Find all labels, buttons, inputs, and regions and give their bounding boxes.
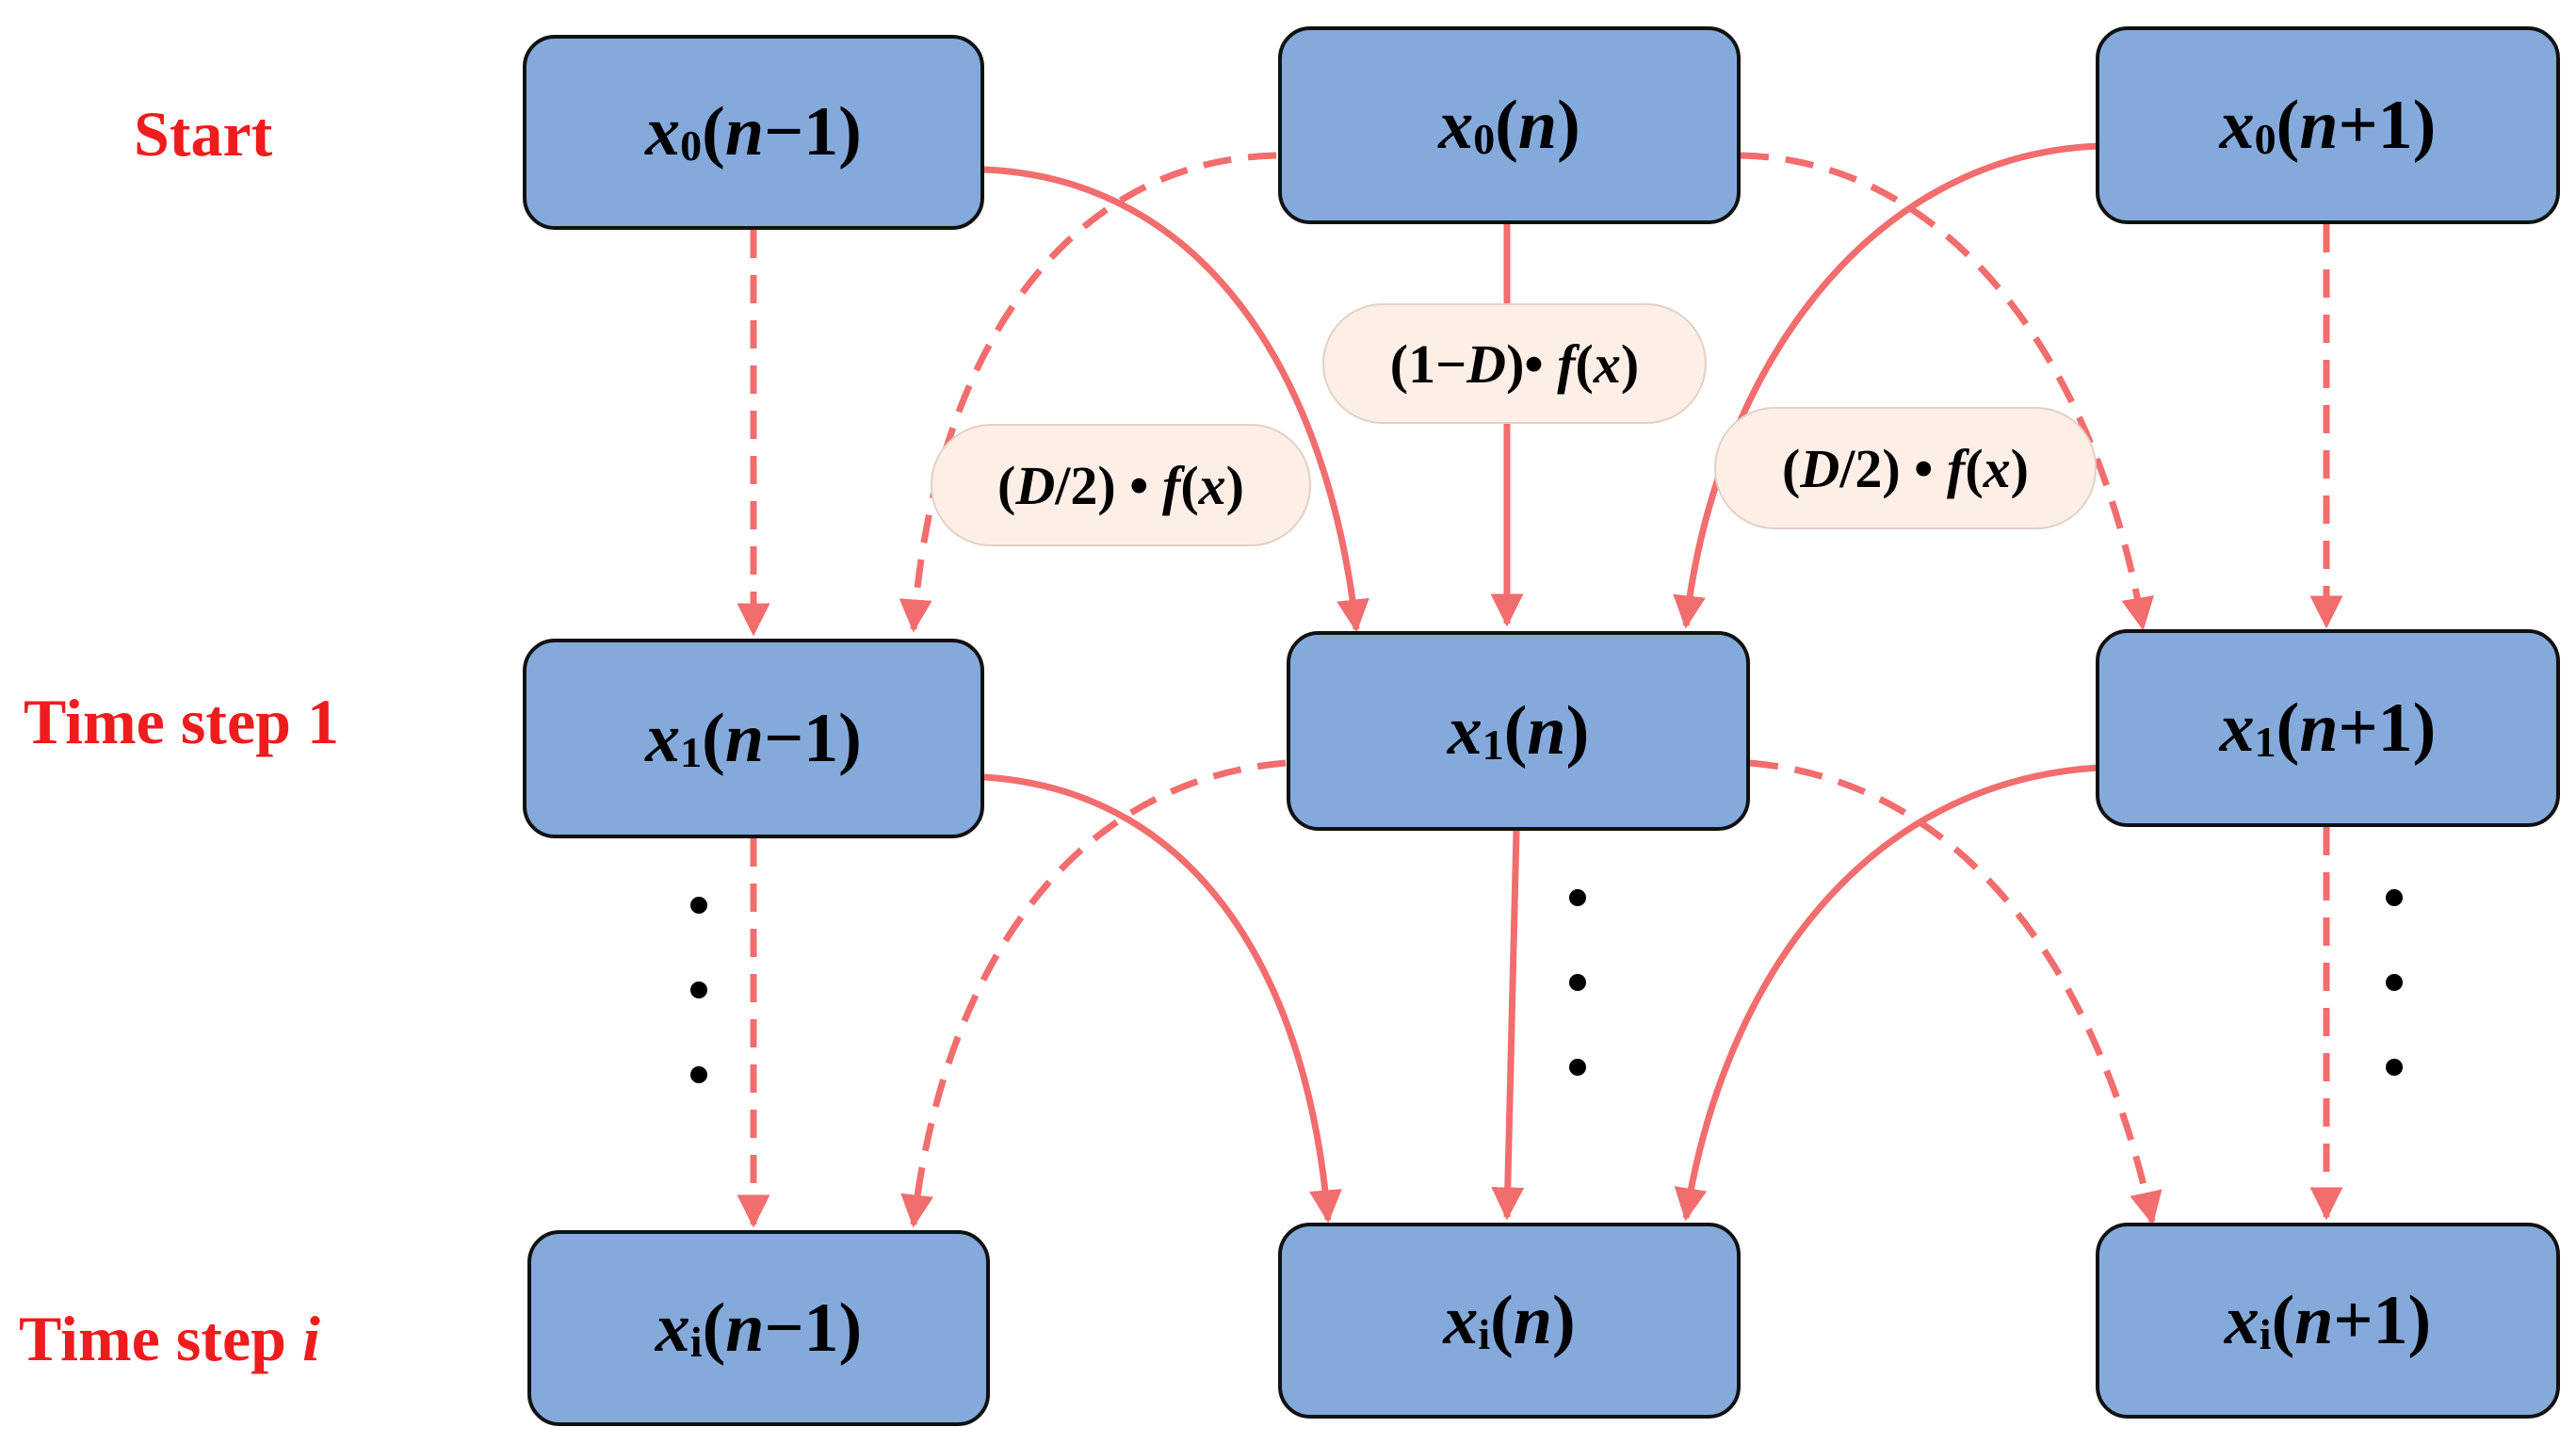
ellipsis-dot [690,897,707,914]
arrow-x1-n-to-xi-np1 [1749,759,2163,1225]
ellipsis-dot [1569,889,1586,906]
row-label-time-step-1: Time step 1 [24,686,339,757]
arrow-x1-nm1-to-xi-n [983,773,1342,1224]
coefficient-center-retention: (1−D)• f(x) [1322,303,1707,424]
coefficient-right-diffusion: (D/2) • f(x) [1714,407,2097,529]
row-label-start: Start [134,98,273,170]
arrow-x0-np1-to-x1-n [1673,142,2099,629]
arrow-x0-n-to-x1-np1 [1740,152,2154,631]
coefficient-left-diffusion: (D/2) • f(x) [931,424,1311,546]
ellipsis-center [1569,889,1586,1076]
arrow-x1-n-to-xi-nm1 [900,759,1287,1228]
ellipsis-dot [2386,889,2403,906]
ellipsis-dot [1569,974,1586,991]
arrow-x1-np1-to-xi-n [1674,764,2099,1222]
ellipsis-dot [2386,1059,2403,1076]
ellipsis-right [2386,889,2403,1076]
ellipsis-left [690,897,707,1083]
ellipsis-dot [2386,974,2403,991]
arrow-x1-n-to-xi-n [1491,830,1525,1221]
row-label-time-step-i: Time step i [19,1303,320,1374]
arrow-x0-n-to-x1-nm1 [899,152,1277,633]
arrow-x0-nm1-to-x1-n [983,166,1369,633]
ellipsis-dot [1569,1059,1586,1076]
ellipsis-dot [690,982,707,998]
ellipsis-dot [690,1066,707,1083]
